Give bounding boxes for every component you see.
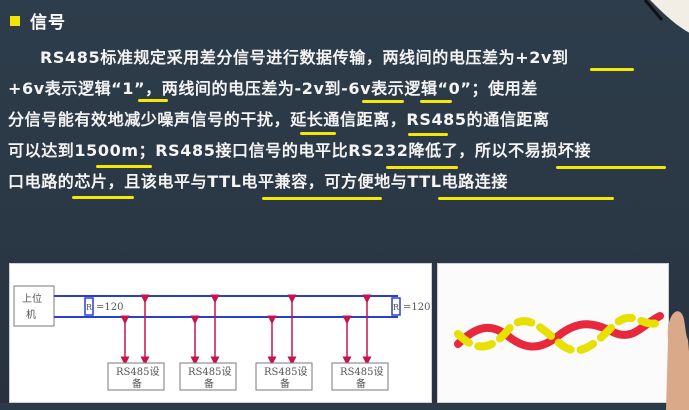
rs485-device-box <box>179 362 237 391</box>
paragraph-line: +6v表示逻辑“1”，两线间的电压差为-2v到-6v表示逻辑“0”；使用差 <box>8 79 538 98</box>
terminating-resistor-right <box>391 297 401 316</box>
device-connection <box>342 294 372 366</box>
annotation-underline <box>96 165 152 168</box>
bus-diagram-svg: 上位 机 R =120 R =120 <box>13 285 430 391</box>
section-heading: 信号 <box>10 8 66 33</box>
svg-text:=120: =120 <box>96 302 123 313</box>
host-label: 机 <box>26 308 36 321</box>
paragraph-line: 可以达到1500m；RS485接口信号的电平比RS232降低了，所以不易损坏接 <box>8 141 592 160</box>
svg-text:备: 备 <box>280 377 290 390</box>
annotation-underline <box>262 197 382 200</box>
annotation-underline <box>408 133 448 136</box>
presenter-hand <box>666 311 689 410</box>
annotation-underline <box>72 196 134 199</box>
svg-text:R: R <box>86 303 93 312</box>
svg-text:备: 备 <box>132 377 142 390</box>
annotation-underline <box>138 99 168 102</box>
rs485-device-box <box>255 362 313 391</box>
twisted-pair-image <box>437 263 669 403</box>
rs485-device-box <box>331 362 389 391</box>
annotation-underline <box>556 166 666 169</box>
host-box <box>13 285 55 327</box>
rs485-bus-diagram: 上位 机 R =120 R =120 <box>9 263 432 403</box>
svg-text:=120: =120 <box>403 302 430 313</box>
annotation-underline <box>438 197 614 200</box>
corner-decoration <box>643 0 689 33</box>
heading-text: 信号 <box>30 13 66 33</box>
svg-text:RS485设: RS485设 <box>116 366 159 378</box>
terminating-resistor-left <box>84 297 94 316</box>
svg-text:RS485设: RS485设 <box>188 366 231 378</box>
device-connection <box>190 294 220 366</box>
host-label: 上位 <box>22 292 42 305</box>
svg-text:RS485设: RS485设 <box>340 366 383 378</box>
svg-text:R: R <box>393 303 400 312</box>
twisted-pair-svg <box>454 312 664 355</box>
annotation-underline <box>590 68 634 71</box>
svg-text:RS485设: RS485设 <box>264 366 307 378</box>
paragraph-line: 分信号能有效地减少噪声信号的干扰，延长通信距离，RS485的通信距离 <box>8 110 550 129</box>
red-wire <box>454 312 664 351</box>
rs485-device-box <box>107 362 165 391</box>
device-connection <box>120 294 150 366</box>
annotation-underline <box>300 132 336 135</box>
yellow-wire <box>454 313 664 355</box>
svg-text:备: 备 <box>356 377 366 390</box>
paragraph-line: 口电路的芯片，且该电平与TTL电平兼容，可方便地与TTL电路连接 <box>8 172 508 191</box>
body-paragraph: RS485标准规定采用差分信号进行数据传输，两线间的电压差为+2v到 +6v表示… <box>8 42 673 197</box>
svg-text:备: 备 <box>204 377 214 390</box>
device-connection <box>267 294 297 366</box>
paragraph-line: RS485标准规定采用差分信号进行数据传输，两线间的电压差为+2v到 <box>40 48 569 67</box>
bullet-icon <box>10 15 20 26</box>
annotation-underline <box>386 166 458 169</box>
annotation-underline <box>420 100 452 103</box>
annotation-underline <box>362 100 404 103</box>
